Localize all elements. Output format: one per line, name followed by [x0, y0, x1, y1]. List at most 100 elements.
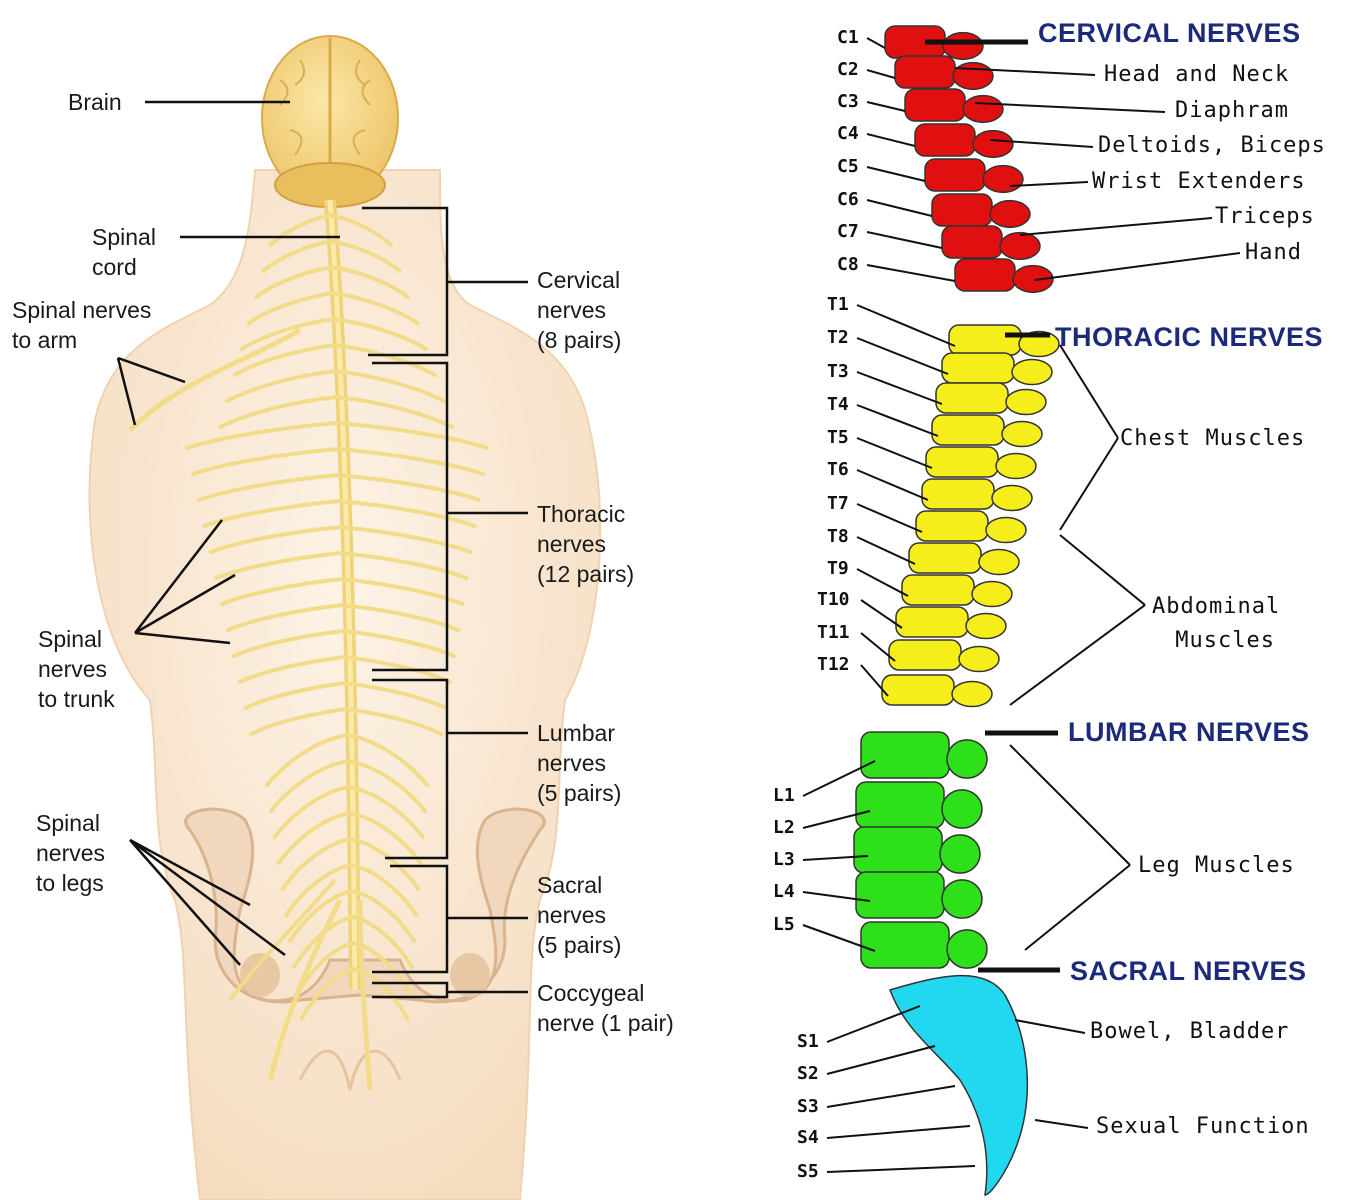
nerve-branch-left	[246, 291, 335, 325]
cervical-vertebra	[894, 55, 956, 89]
vertebra-label-t1: T1	[827, 294, 849, 315]
cervical-vertebra-process	[972, 129, 1014, 159]
label-bowel-bladder: Bowel, Bladder	[1090, 1019, 1290, 1044]
vertebra-label-t5: T5	[827, 427, 849, 448]
thoracic-vertebra-process	[1018, 330, 1060, 358]
lumbar-vertebra-process	[941, 879, 983, 919]
leader-t9	[856, 568, 909, 597]
cervical-vertebra-process	[942, 31, 984, 61]
leader-t3	[856, 371, 943, 405]
leader-c5	[866, 166, 926, 182]
leader-l2	[802, 810, 871, 829]
thoracic-vertebra-process	[965, 612, 1007, 640]
thoracic-vertebra-process	[995, 452, 1037, 480]
nerve-branch-left	[232, 343, 337, 377]
cervical-vertebra	[931, 193, 993, 227]
cervical-vertebra-process	[989, 199, 1031, 229]
thoracic-vertebra	[915, 510, 989, 542]
label-deltoids-biceps: Deltoids, Biceps	[1098, 133, 1326, 158]
leader-t4	[856, 404, 939, 437]
vertebra-label-l5: L5	[773, 914, 795, 935]
thoracic-vertebra	[888, 639, 962, 671]
vertebra-label-t3: T3	[827, 361, 849, 382]
nerve-branch-right	[330, 265, 411, 299]
nerve-branch-right	[345, 759, 427, 813]
leader-t12	[860, 664, 889, 697]
nerve-branch-left	[243, 681, 348, 710]
thoracic-vertebra-process	[1001, 420, 1043, 448]
nerve-branch-right	[344, 707, 444, 736]
thoracic-vertebra	[881, 674, 955, 706]
leader-c2	[866, 69, 896, 79]
nerve-branch-right	[343, 681, 448, 710]
vertebra-leader-lines	[802, 37, 976, 1173]
sacrum	[889, 974, 1029, 1196]
thoracic-vertebra	[941, 352, 1015, 384]
nerve-branch-right	[334, 395, 455, 429]
leader-l1	[802, 760, 876, 797]
nerve-branch-right	[345, 733, 430, 787]
leg-nerve-center	[357, 899, 373, 1091]
vertebra-label-t9: T9	[827, 558, 849, 579]
leader-c1	[866, 37, 886, 49]
thoracic-vertebra	[931, 414, 1005, 446]
thoracic-vertebra-process	[991, 484, 1033, 512]
nerve-branch-right	[337, 499, 477, 528]
nerve-branch-left	[288, 889, 355, 943]
nerve-branch-left	[268, 213, 333, 247]
thoracic-vertebra-process	[971, 580, 1013, 608]
cervical-vertebra-process	[962, 94, 1004, 124]
vertebra-label-c8: C8	[837, 254, 859, 275]
pelvis-bone	[184, 807, 546, 1004]
cervical-vertebra-process	[999, 231, 1041, 261]
label-brain: Brain	[68, 89, 122, 115]
vertebra-label-c5: C5	[837, 156, 859, 177]
arm-nerve	[128, 327, 302, 432]
vertebra-label-l2: L2	[773, 817, 795, 838]
leader-s3	[826, 1085, 956, 1108]
vertebra-label-s4: S4	[797, 1127, 819, 1148]
header-thoracic-nerves: THORACIC NERVES	[1055, 322, 1324, 352]
function-leader-lines	[954, 67, 1241, 1129]
nerve-branch-left	[214, 551, 344, 580]
nerve-branch-left	[254, 265, 335, 299]
nerve-branch-right	[346, 785, 425, 839]
lumbar-vertebra	[853, 826, 943, 874]
header-sacral-nerves: SACRAL NERVES	[1070, 956, 1307, 986]
vertebra-label-l1: L1	[773, 785, 795, 806]
vertebra-label-c1: C1	[837, 27, 859, 48]
vertebra-label-t6: T6	[827, 459, 849, 480]
nerve-branch-left	[225, 603, 345, 632]
thoracic-vertebra-process	[978, 548, 1020, 576]
nerve-branch-left	[196, 473, 341, 502]
label-wrist-extenders: Wrist Extenders	[1092, 169, 1306, 194]
vertebra-label-c7: C7	[837, 221, 859, 242]
leader-t11	[860, 632, 896, 662]
nerve-branch-left	[249, 707, 349, 736]
nerve-branch-left	[231, 629, 346, 658]
header-bars	[925, 39, 1060, 973]
vertebra-label-c2: C2	[837, 59, 859, 80]
thoracic-vertebra-process	[1005, 388, 1047, 416]
leader-c7	[866, 231, 943, 249]
nerve-branch-left	[272, 785, 351, 839]
nerve-branch-left	[261, 239, 334, 273]
nerve-branch-right	[338, 525, 473, 554]
leg-nerve-outer	[228, 878, 337, 1002]
nerve-branch-right	[328, 213, 393, 247]
lumbar-vertebra-process	[939, 834, 981, 874]
thoracic-vertebra-process	[958, 645, 1000, 673]
thoracic-vertebra-process	[951, 680, 993, 708]
thoracic-vertebra-process	[1011, 358, 1053, 386]
leader-lines	[116, 100, 340, 966]
leader-s2	[826, 1045, 936, 1075]
lumbar-vertebra	[855, 781, 945, 829]
